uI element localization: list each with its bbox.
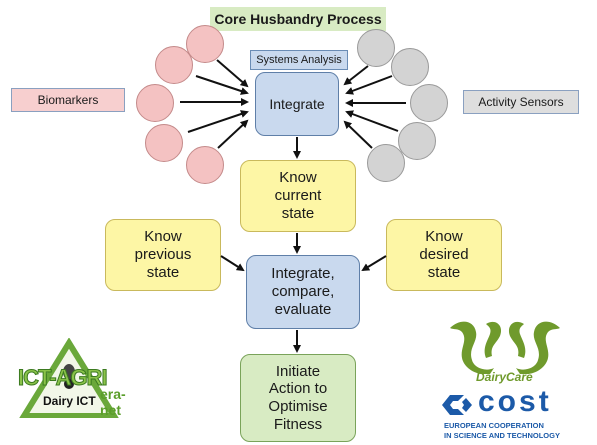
ict-agri-logo: ICT-AGRI Dairy ICT era-net: [14, 338, 134, 418]
know-previous-state-box: Know previous state: [105, 219, 221, 291]
sensor-arrow: [343, 120, 373, 149]
dairycare-emblem: [450, 321, 560, 374]
biomarker-input-circle: [145, 124, 183, 162]
biomarker-input-circle: [186, 25, 224, 63]
biomarker-arrow: [187, 110, 249, 133]
biomarker-arrow: [216, 59, 249, 88]
cost-subtitle-line-2: IN SCIENCE AND TECHNOLOGY: [444, 431, 560, 440]
sensor-arrow: [343, 65, 369, 86]
era-net-label: era-net: [100, 386, 126, 418]
diagram-title: Core Husbandry Process: [210, 7, 386, 31]
ict-agri-emblem: [19, 338, 119, 418]
cost-wordmark: cost: [478, 385, 552, 418]
know-desired-state-box: Know desired state: [386, 219, 502, 291]
integrate-compare-evaluate-box: Integrate, compare, evaluate: [246, 255, 360, 329]
sensor-input-circle: [391, 48, 429, 86]
integrate-box: Integrate: [255, 72, 339, 136]
sensor-arrow: [345, 75, 393, 95]
ict-agri-wordmark: ICT-AGRI: [18, 365, 109, 391]
dairycare-wordmark: DairyCare: [476, 370, 533, 384]
cost-subtitle-line-1: EUROPEAN COOPERATION: [444, 421, 544, 430]
flow-arrow: [220, 255, 245, 272]
know-current-state-box: Know current state: [240, 160, 356, 232]
sensor-arrow: [345, 110, 399, 132]
initiate-action-box: Initiate Action to Optimise Fitness: [240, 354, 356, 442]
dairycare-logo: DairyCare: [446, 318, 564, 396]
cost-emblem-icon: [442, 395, 472, 415]
biomarker-input-circle: [136, 84, 174, 122]
sensor-input-circle: [410, 84, 448, 122]
biomarkers-label: Biomarkers: [11, 88, 125, 112]
flow-arrow: [361, 255, 387, 272]
cost-logo: cost EUROPEAN COOPERATION IN SCIENCE AND…: [440, 386, 590, 444]
biomarker-arrow: [217, 119, 249, 149]
systems-analysis-label: Systems Analysis: [250, 50, 348, 70]
dairy-ict-label: Dairy ICT: [43, 394, 96, 408]
biomarker-input-circle: [186, 146, 224, 184]
sensor-input-circle: [357, 29, 395, 67]
sensor-input-circle: [367, 144, 405, 182]
sensor-input-circle: [398, 122, 436, 160]
biomarker-arrow: [195, 75, 249, 95]
biomarker-input-circle: [155, 46, 193, 84]
activity-sensors-label: Activity Sensors: [463, 90, 579, 114]
